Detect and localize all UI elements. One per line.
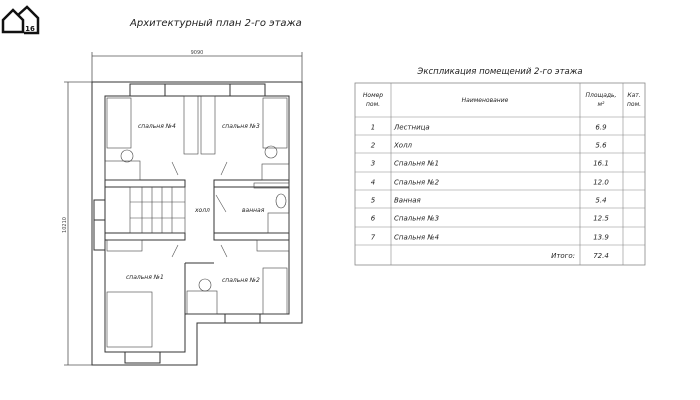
row-area: 12.5: [593, 215, 609, 223]
row-number: 7: [371, 234, 376, 242]
header-number-2: пом.: [366, 101, 380, 108]
header-category: Кат.: [627, 92, 640, 99]
header-number: Номер: [363, 92, 383, 99]
row-number: 5: [371, 197, 376, 205]
row-area: 6.9: [595, 124, 607, 132]
row-number: 3: [371, 160, 375, 168]
row-area: 16.1: [593, 160, 609, 168]
header-area-unit: м²: [598, 101, 606, 108]
row-number: 1: [371, 124, 375, 132]
floor-plan: 9090 10210: [62, 50, 303, 366]
row-name: Холл: [393, 142, 413, 150]
room-label-hall: холл: [194, 207, 210, 214]
row-area: 12.0: [593, 179, 609, 187]
row-number: 6: [371, 215, 376, 223]
table-title: Экспликация помещений 2-го этажа: [416, 67, 582, 77]
dim-width: 9090: [191, 50, 204, 56]
row-number: 2: [371, 142, 376, 150]
row-name: Лестница: [393, 124, 430, 132]
room-label-bedroom4: спальня №4: [138, 123, 176, 130]
row-name: Спальня №3: [394, 215, 439, 223]
total-label: Итого:: [551, 252, 575, 260]
row-area: 13.9: [593, 234, 609, 242]
row-number: 4: [371, 179, 375, 187]
row-area: 5.4: [595, 197, 606, 205]
row-name: Ванная: [394, 197, 421, 205]
header-category-2: пом.: [627, 101, 641, 108]
header-name: Наименование: [462, 97, 509, 104]
room-label-bedroom3: спальня №3: [222, 123, 260, 130]
row-name: Спальня №1: [394, 160, 439, 168]
logo-badge: 16: [25, 25, 35, 33]
row-name: Спальня №4: [394, 234, 439, 242]
row-name: Спальня №2: [394, 179, 440, 187]
logo: 16: [1, 5, 40, 35]
row-area: 5.6: [595, 142, 607, 150]
header-area: Площадь,: [586, 92, 617, 99]
room-label-bath: ванная: [242, 207, 265, 214]
total-value: 72.4: [593, 252, 609, 260]
room-label-bedroom1: спальня №1: [126, 274, 164, 281]
room-label-bedroom2: спальня №2: [222, 277, 260, 284]
room-schedule-table: Номер пом. Наименование Площадь, м² Кат.…: [354, 82, 646, 266]
dim-height: 10210: [62, 217, 68, 233]
plan-title: Архитектурный план 2-го этажа: [129, 18, 302, 29]
